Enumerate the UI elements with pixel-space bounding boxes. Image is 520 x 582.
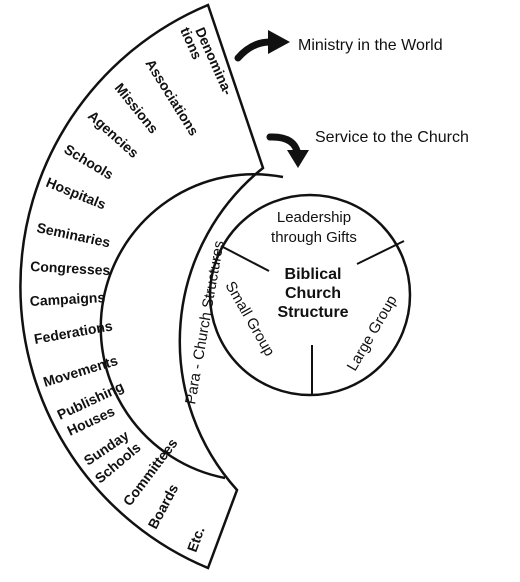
item-congresses: Congresses xyxy=(30,258,111,278)
inner-arc xyxy=(99,172,284,480)
item-denominations: Denomina- xyxy=(192,25,236,98)
center-title-3: Structure xyxy=(277,304,348,321)
church-circle xyxy=(208,193,412,397)
para-church-band xyxy=(19,3,265,570)
item-seminaries: Seminaries xyxy=(35,219,112,250)
leadership-label-cont: through Gifts xyxy=(271,229,357,246)
item-schools: Schools xyxy=(61,141,116,183)
divider-left xyxy=(220,245,270,272)
item-hospitals: Hospitals xyxy=(44,174,109,213)
center-title-1: Biblical xyxy=(285,266,342,283)
center-title-2: Church xyxy=(285,285,341,302)
curved-arrow-icon xyxy=(266,133,309,168)
divider-right xyxy=(356,240,405,265)
service-label: Service to the Church xyxy=(315,129,469,146)
small-group-label: Small Group xyxy=(222,279,278,360)
arrow-icon xyxy=(234,30,290,62)
item-etc: Etc. xyxy=(184,524,208,554)
ministry-label: Ministry in the World xyxy=(298,37,443,54)
para-church-title: Para - Church Structures xyxy=(182,239,228,405)
leadership-label: Leadership xyxy=(277,209,351,226)
item-campaigns: Campaigns xyxy=(29,289,105,309)
large-group-label: Large Group xyxy=(344,293,401,374)
item-boards: Boards xyxy=(145,481,182,531)
